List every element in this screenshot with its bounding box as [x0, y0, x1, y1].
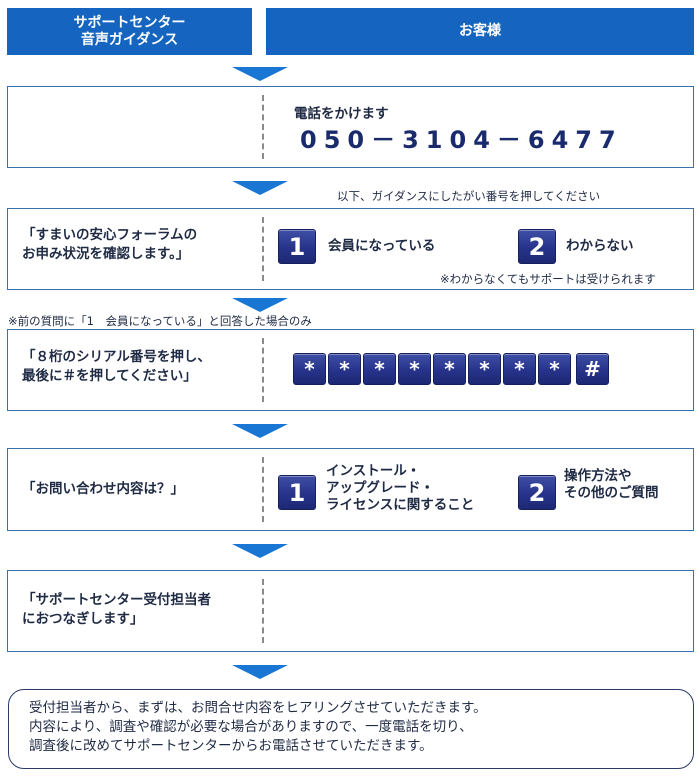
guidance-question: 「８桁のシリアル番号を押し、 最後に＃を押してください」	[22, 349, 211, 384]
guidance-note: 以下、ガイダンスにしたがい番号を押してください	[337, 189, 601, 203]
flow-arrow-down-icon	[232, 424, 288, 438]
option-label: 会員になっている	[328, 238, 436, 254]
key-star-icon: *	[538, 353, 571, 385]
call-instruction: 電話をかけます	[294, 106, 389, 122]
column-divider	[262, 338, 264, 402]
key-1-icon: 1	[278, 475, 316, 510]
footer-note: 受付担当者から、まずは、お問合せ内容をヒアリングさせていただきます。 内容により…	[8, 689, 694, 769]
customer-column-header: お客様	[266, 8, 694, 55]
condition-note: ※前の質問に「1 会員になっている」と回答した場合のみ	[8, 314, 312, 328]
option-label: わからない	[566, 238, 634, 254]
key-star-icon: *	[398, 353, 431, 385]
key-star-icon: *	[363, 353, 396, 385]
key-hash-icon: #	[576, 353, 609, 385]
flow-arrow-down-icon	[232, 67, 288, 81]
step-inquiry-box: 「お問い合わせ内容は？」 1 インストール・ アップグレード・ ライセンスに関す…	[7, 448, 694, 531]
column-divider	[262, 217, 264, 281]
guidance-question: 「お問い合わせ内容は？」	[22, 481, 184, 497]
key-star-icon: *	[503, 353, 536, 385]
step-call-box: 電話をかけます 050－3104－6477	[7, 86, 694, 168]
key-1-icon: 1	[278, 229, 316, 264]
membership-note: ※わからなくてもサポートは受けられます	[440, 272, 656, 286]
flow-arrow-down-icon	[232, 544, 288, 558]
key-2-icon: 2	[518, 229, 556, 264]
step-serial-box: 「８桁のシリアル番号を押し、 最後に＃を押してください」 * * * * * *…	[7, 329, 694, 411]
flow-arrow-down-icon	[232, 181, 288, 195]
column-divider	[262, 457, 264, 522]
column-divider	[262, 95, 264, 159]
option-label: インストール・ アップグレード・ ライセンスに関すること	[326, 463, 475, 513]
key-star-icon: *	[468, 353, 501, 385]
flow-arrow-down-icon	[232, 665, 288, 679]
flow-arrow-down-icon	[232, 298, 288, 312]
key-star-icon: *	[293, 353, 326, 385]
option-label: 操作方法や その他のご質問	[564, 468, 659, 501]
guidance-question: 「サポートセンター受付担当者 におつなぎします」	[22, 592, 211, 627]
guidance-question: 「すまいの安心フォーラムの お申み状況を確認します。」	[22, 227, 198, 262]
step-membership-box: 「すまいの安心フォーラムの お申み状況を確認します。」 1 会員になっている 2…	[7, 208, 694, 290]
key-star-icon: *	[328, 353, 361, 385]
step-connect-box: 「サポートセンター受付担当者 におつなぎします」	[7, 570, 694, 652]
phone-number: 050－3104－6477	[300, 126, 623, 154]
key-star-icon: *	[433, 353, 466, 385]
key-2-icon: 2	[518, 475, 556, 510]
column-divider	[262, 579, 264, 643]
guidance-column-header: サポートセンター 音声ガイダンス	[7, 8, 252, 55]
